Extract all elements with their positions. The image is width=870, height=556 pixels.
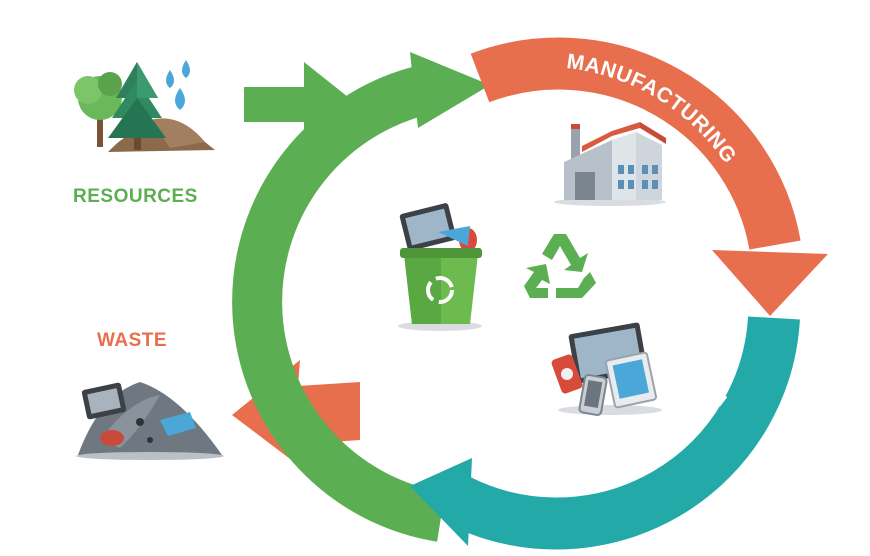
manufacturing-arc bbox=[470, 37, 828, 316]
resources-icon bbox=[74, 60, 215, 152]
recycle-bin-icon bbox=[398, 203, 482, 331]
recycle-symbol-icon bbox=[524, 234, 596, 298]
electronic-devices-icon bbox=[551, 322, 662, 416]
resources-label: RESOURCES bbox=[73, 186, 198, 207]
consumption-arc bbox=[410, 316, 800, 550]
recycling-label: RECYCLING bbox=[326, 217, 362, 350]
recycling-arc bbox=[232, 52, 490, 542]
factory-building-icon bbox=[554, 122, 666, 206]
waste-icon bbox=[76, 382, 224, 460]
waste-label: WASTE bbox=[97, 330, 168, 351]
